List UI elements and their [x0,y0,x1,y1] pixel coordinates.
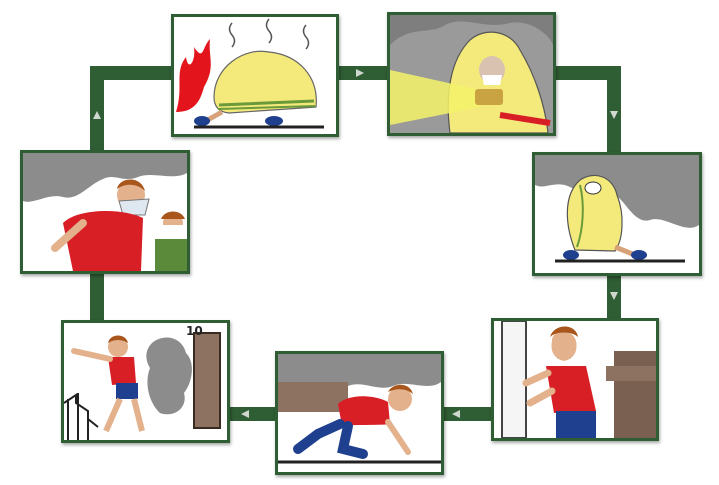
arrow-up-1-icon [93,111,101,119]
smoke-cloud-icon [146,337,192,415]
arrow-left-1-icon [452,410,460,418]
panel-exit-under-smoke-blanket [532,152,702,276]
connector-arrows [93,69,618,418]
heat-lines [228,18,310,50]
wrap-in-blanket-illustration [176,18,324,129]
crawl-low-under-smoke-illustration [278,354,441,464]
smoke-cloud-icon [278,354,441,388]
floor-number: 10 [186,324,203,338]
smoke-cloud-icon [23,153,187,202]
door-icon [501,321,527,438]
arrow-left-2-icon [241,410,249,418]
panel-wrap-in-blanket [171,14,339,137]
crawl-under-smoke-blanket-illustration [390,15,553,133]
panel-cover-mouth-with-cloth [20,150,190,274]
escape-down-stairs-illustration: 10 [64,324,221,440]
smoke-cloud-icon [535,155,699,228]
fire-icon [176,39,211,112]
crawling-person-icon [338,396,390,426]
feel-door-for-heat-illustration [501,321,656,438]
exit-under-smoke-blanket-illustration [535,155,699,263]
panel-crawl-under-smoke-blanket [387,12,556,136]
mask [482,75,502,85]
arrow-down-2-icon [610,292,618,300]
flashlight-icon [390,70,480,125]
arrow-down-1-icon [610,111,618,119]
stairs-icon [64,393,99,440]
cover-mouth-with-cloth-illustration [23,153,187,271]
smoke-cloud-icon [390,15,553,45]
panel-escape-down-stairs: 10 [61,320,230,443]
shoe-left [194,116,210,126]
conn-2-3 [550,66,621,152]
arrow-right-1-icon [356,69,364,77]
shoe-right [265,116,283,126]
face-mask-icon [118,198,150,216]
shirt [546,366,596,413]
connector-lines [90,66,621,421]
panel-feel-door-for-heat [491,318,659,441]
panel-crawl-low-under-smoke [275,351,444,475]
conn-7-1 [90,66,171,150]
